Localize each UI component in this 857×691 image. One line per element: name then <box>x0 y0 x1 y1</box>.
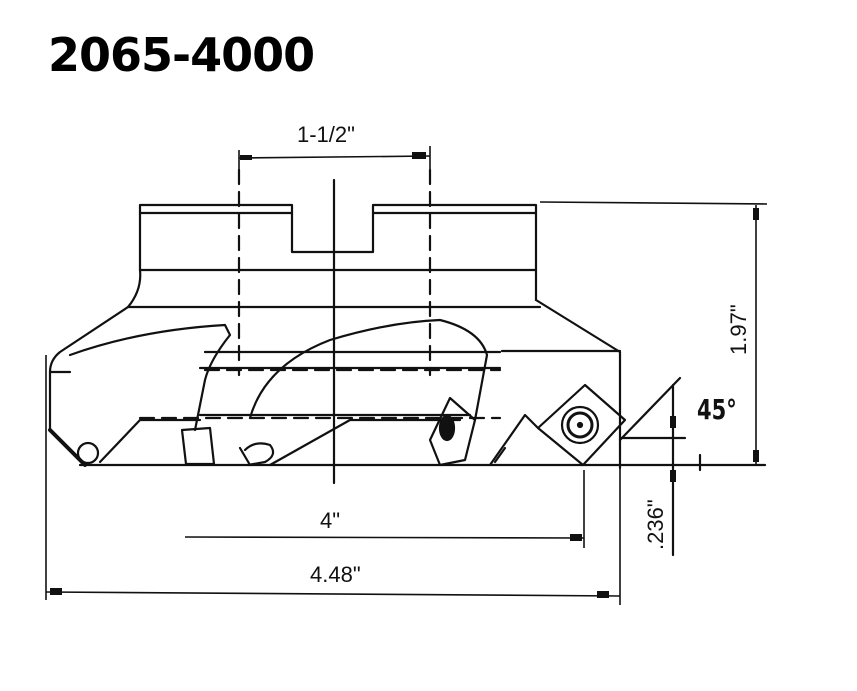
dim-cutting-dia-line <box>184 536 585 539</box>
hub-outline <box>48 203 542 432</box>
dim-bore-line <box>238 155 431 159</box>
part-number-title: 2065-4000 <box>48 28 315 82</box>
insert-3 <box>536 383 627 467</box>
dim-bore-label: 1-1/2" <box>297 122 355 147</box>
dim-depth-label: .236" <box>643 499 668 550</box>
dim-angle-label: 45° <box>697 393 737 426</box>
flute-2 <box>248 318 489 422</box>
insert-screw <box>560 405 600 445</box>
dim-height-label: 1.97" <box>726 304 751 355</box>
dim-cutting-dia-label: 4" <box>320 508 341 533</box>
dim-overall-dia-label: 4.48" <box>310 562 361 587</box>
insert-1 <box>180 426 216 466</box>
insert-2 <box>428 396 477 467</box>
dim-overall-dia-line <box>45 591 621 597</box>
